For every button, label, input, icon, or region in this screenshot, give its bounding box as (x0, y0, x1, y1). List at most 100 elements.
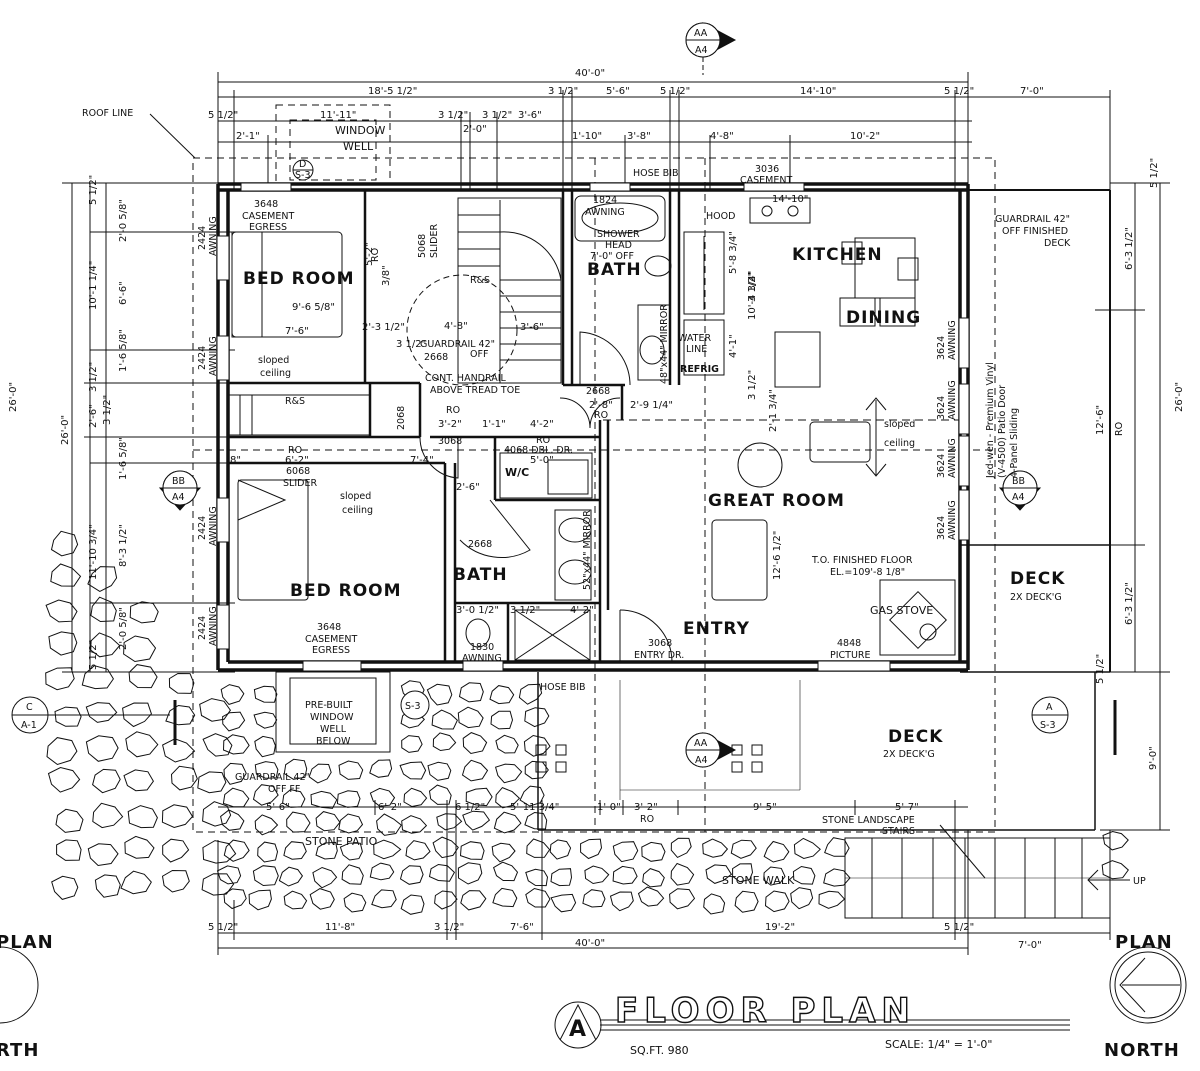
section-s3-small: S-3 (405, 701, 421, 712)
stone (85, 702, 118, 723)
dim-k-2-9-14: 2'-9 1/4" (630, 400, 673, 411)
stone (85, 735, 119, 762)
note-hose-bib-top: HOSE BIB (633, 168, 679, 179)
dim-k-4-1: 4'-1" (728, 334, 739, 358)
dim-bed-7-6: 7'-6" (285, 326, 309, 337)
stone (550, 893, 577, 913)
note-up: UP (1133, 876, 1146, 887)
note-roof-line: ROOF LINE (82, 108, 133, 119)
casement-top-code: 3036 (755, 164, 779, 175)
stone (432, 732, 457, 752)
ro-label-4: RO (594, 410, 608, 421)
stone (309, 888, 335, 910)
dim-bath-3-5: 3 1/2" (510, 605, 540, 616)
stone (94, 874, 121, 898)
stone (120, 870, 152, 895)
note-rs2: R&S (285, 396, 305, 407)
stone (51, 875, 79, 900)
dim-b2-5-11-34: 5'-11 3/4" (510, 802, 559, 813)
stone (165, 704, 196, 726)
stone (373, 839, 402, 860)
dim-b2-9-5: 9'-5" (753, 802, 777, 813)
door-3068: 3068 (438, 436, 462, 447)
furniture (231, 195, 956, 773)
stone (457, 862, 483, 885)
entry-door-b: ENTRY DR. (634, 650, 684, 661)
dim-bed-5-2: 5'-2" (364, 242, 375, 266)
stone (457, 706, 484, 729)
dim-r-26-0: 26'-0" (1174, 382, 1185, 412)
room-label-kitchen: KITCHEN (792, 245, 883, 265)
stone (170, 765, 198, 791)
dim-left-26-0: 26'-0" (60, 415, 71, 445)
section-c-left-1: C (26, 702, 33, 713)
dim-mid-1-1: 1'-1" (482, 419, 506, 430)
door-2668-b: 2668 (586, 386, 610, 397)
slider-5068-label: SLIDER (429, 224, 440, 258)
stone (220, 809, 245, 831)
prebuilt-d: BELOW (316, 736, 351, 747)
stone (792, 865, 816, 885)
casement-top-label: CASEMENT (740, 175, 792, 186)
section-aa-top-2: A4 (695, 45, 708, 56)
section-bb-left-2: A4 (172, 492, 185, 503)
dim-left-2-0-58b: 2'-0 5/8" (118, 607, 129, 650)
casement-egress-top-a: CASEMENT (242, 211, 294, 222)
finished-floor-a: T.O. FINISHED FLOOR (811, 555, 913, 566)
dim-k-2-8: 2'-8" (589, 400, 613, 411)
section-c-left-2: A-1 (21, 720, 37, 731)
awning-3624-label-c: AWNING (947, 438, 958, 478)
slider-6068-b: SLIDER (283, 478, 317, 489)
top-dimension-lines (217, 72, 1111, 190)
stone (339, 842, 363, 861)
section-bb-right-2: A4 (1012, 492, 1025, 503)
dim-mid-2-6: 2'-6" (456, 482, 480, 493)
guardrail-deck-c: DECK (1044, 238, 1071, 249)
dim-b2-5-6: 5'-6" (266, 802, 290, 813)
stone (257, 841, 279, 863)
stone (1102, 830, 1129, 851)
water-line-b: LINE (686, 344, 707, 355)
stone (399, 761, 427, 780)
dim-far-left: 26'-0" (8, 382, 19, 412)
dim-b-11-8: 11'-8" (325, 922, 355, 933)
stone (278, 866, 304, 887)
stone (168, 672, 195, 694)
patio-door-b: (V-4500) Patio Door (997, 385, 1008, 478)
dim-top-5-6: 5'-6" (606, 86, 630, 97)
stone (550, 868, 573, 887)
stone (641, 841, 666, 862)
stone (90, 596, 117, 623)
casement-egress-top-code: 3648 (254, 199, 278, 210)
stone (793, 837, 821, 860)
section-a-right-1: A (1046, 702, 1053, 713)
sloped-a-3: sloped (884, 419, 915, 430)
guardrail-stair-b: OFF (470, 349, 488, 360)
awning-3624-label-b: AWNING (947, 380, 958, 420)
section-a-right-2: S-3 (1040, 720, 1056, 731)
room-label-bed-room-lower: BED ROOM (290, 581, 402, 601)
stone (495, 787, 521, 809)
stone (199, 698, 232, 722)
stone (494, 763, 523, 784)
note-hose-bib-bottom: HOSE BIB (540, 682, 586, 693)
dim-left-8-3-12: 8'-3 1/2" (118, 524, 129, 567)
stone (338, 813, 364, 834)
sloped-a-2: sloped (340, 491, 371, 502)
dim-gr-12-6-12: 12'-6 1/2" (772, 531, 783, 580)
stone (763, 866, 786, 886)
stone (519, 785, 545, 807)
guardrail-deck-b: OFF FINISHED (1002, 226, 1068, 237)
windows (216, 182, 970, 672)
awning-label-d: AWNING (208, 606, 219, 646)
sloped-b-3: ceiling (884, 438, 915, 449)
title-scale: SCALE: 1/4" = 1'-0" (885, 1038, 993, 1051)
dim-top-overall: 40'-0" (575, 68, 605, 79)
stone (310, 790, 338, 809)
stone (612, 841, 639, 863)
refrig: REFRIG (680, 364, 719, 375)
stone (489, 685, 515, 705)
label-gas-stove: GAS STOVE (870, 604, 933, 617)
stone (518, 683, 543, 705)
room-label-deck-bottom: DECK (888, 727, 943, 747)
